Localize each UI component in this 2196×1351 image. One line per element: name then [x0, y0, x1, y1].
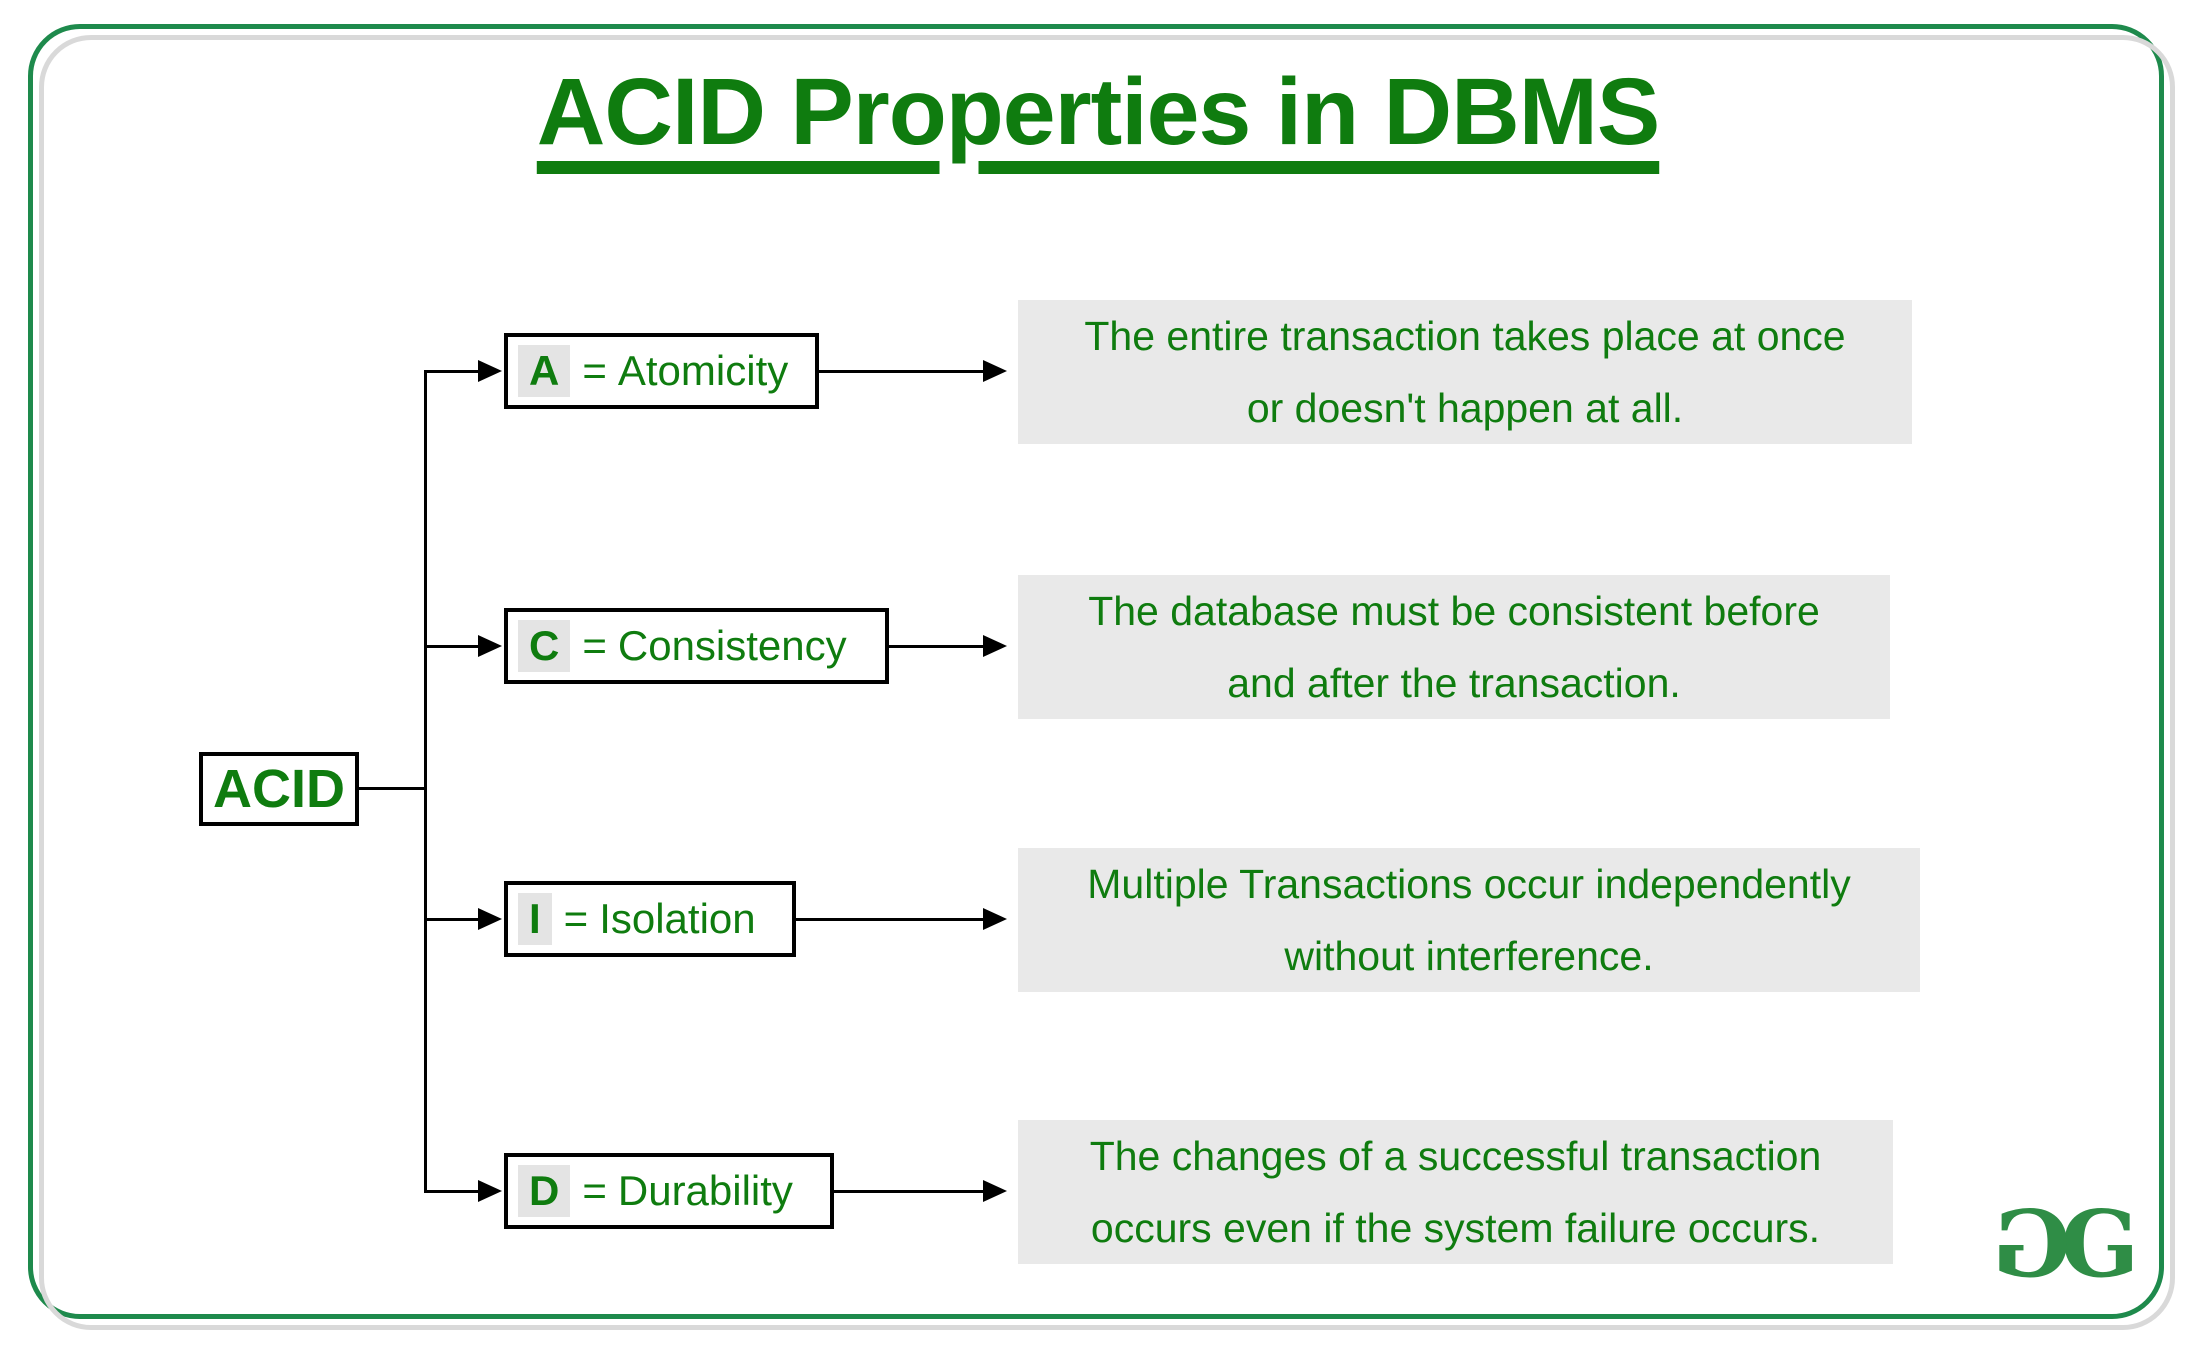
connector-durability-to-description — [834, 1190, 983, 1193]
connector-trunk-to-consistency — [424, 645, 480, 648]
description-panel-durability: The changes of a successful transaction … — [1018, 1120, 1893, 1264]
arrowhead-icon — [983, 1180, 1007, 1202]
arrowhead-icon — [478, 360, 502, 382]
geeksforgeeks-logo: GG — [1992, 1190, 2140, 1298]
description-line: Multiple Transactions occur independentl… — [1087, 861, 1851, 907]
letter-chip-i: I — [518, 893, 552, 945]
arrowhead-icon — [478, 908, 502, 930]
letter-chip-c: C — [518, 620, 571, 672]
node-box-atomicity: A = Atomicity — [504, 333, 819, 409]
equals-sign: = — [582, 622, 607, 669]
arrowhead-icon — [478, 635, 502, 657]
root-node-acid: ACID — [199, 752, 359, 826]
tree-trunk-line — [424, 370, 427, 1193]
connector-trunk-to-atomicity — [424, 370, 480, 373]
arrowhead-icon — [478, 1180, 502, 1202]
node-label-atomicity: Atomicity — [617, 347, 789, 394]
connector-isolation-to-description — [796, 918, 983, 921]
letter-chip-a: A — [518, 345, 571, 397]
description-panel-atomicity: The entire transaction takes place at on… — [1018, 300, 1912, 444]
equals-sign: = — [582, 1167, 607, 1214]
description-line: and after the transaction. — [1227, 660, 1681, 706]
arrowhead-icon — [983, 360, 1007, 382]
description-line: The entire transaction takes place at on… — [1084, 313, 1846, 359]
connector-trunk-to-isolation — [424, 918, 480, 921]
arrowhead-icon — [983, 908, 1007, 930]
description-panel-consistency: The database must be consistent before a… — [1018, 575, 1890, 719]
connector-trunk-to-durability — [424, 1190, 480, 1193]
logo-g-icon: G — [2060, 1190, 2140, 1298]
description-line: occurs even if the system failure occurs… — [1090, 1205, 1821, 1251]
node-box-consistency: C = Consistency — [504, 608, 889, 684]
node-label-durability: Durability — [617, 1167, 793, 1214]
node-label-isolation: Isolation — [599, 895, 756, 942]
root-node-label: ACID — [213, 759, 345, 819]
letter-chip-d: D — [518, 1165, 571, 1217]
node-box-isolation: I = Isolation — [504, 881, 796, 957]
connector-atomicity-to-description — [819, 370, 983, 373]
description-line: without interference. — [1284, 933, 1654, 979]
equals-sign: = — [563, 895, 589, 942]
logo-g-mirrored-icon: G — [1992, 1190, 2071, 1298]
diagram-border-frame — [28, 24, 2164, 1319]
equals-sign: = — [582, 347, 607, 394]
description-panel-isolation: Multiple Transactions occur independentl… — [1018, 848, 1920, 992]
arrowhead-icon — [983, 635, 1007, 657]
description-line: The changes of a successful transaction — [1089, 1133, 1822, 1179]
node-box-durability: D = Durability — [504, 1153, 834, 1229]
node-label-consistency: Consistency — [617, 622, 847, 669]
page-title: ACID Properties in DBMS — [536, 59, 1660, 165]
connector-consistency-to-description — [889, 645, 983, 648]
description-line: The database must be consistent before — [1088, 588, 1820, 634]
description-line: or doesn't happen at all. — [1246, 385, 1684, 431]
connector-acid-to-trunk — [359, 787, 424, 790]
